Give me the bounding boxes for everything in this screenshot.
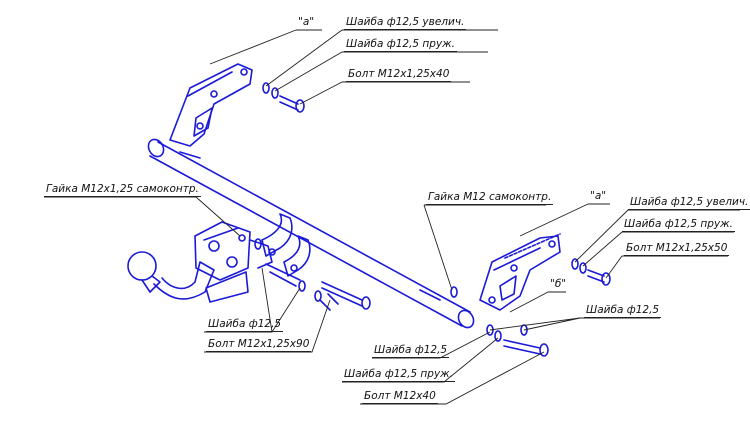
label-bottom-washer: Шайба ф12,5 (372, 344, 450, 358)
leader-right-b (509, 291, 566, 313)
label-right-a: "а" (590, 190, 607, 202)
leader-top-bolt (299, 81, 470, 105)
leader-bottom-washer-spring (342, 337, 499, 383)
clamp-plates (238, 213, 311, 287)
leader-top-washer-enlarged (265, 29, 498, 87)
leader-bottom-bolt (360, 351, 545, 405)
leader-left-nut (44, 196, 241, 237)
label-right-washer-enlarged: Шайба ф12,5 увелич. (628, 196, 750, 210)
leader-top-washer-spring (274, 51, 488, 92)
tow-ball-hitch (127, 221, 273, 303)
top-fasteners (262, 82, 305, 113)
cross-beam (147, 138, 475, 329)
leader-bottom-washer (372, 331, 491, 359)
label-top-washer-spring: Шайба ф12,5 пруж. (344, 38, 457, 52)
leader-right-washer (489, 317, 660, 331)
leader-right-washer-spring (582, 231, 734, 267)
leader-right-bolt (605, 255, 728, 279)
label-right-nut: Гайка М12 самоконтр. (426, 191, 554, 205)
label-right-washer: Шайба ф12,5 (584, 304, 662, 318)
label-bottom-washer-spring: Шайба ф12,5 пруж. (342, 368, 455, 382)
label-top-washer-enlarged: Шайба ф12,5 увелич. (344, 16, 467, 30)
lower-right-fasteners (450, 286, 549, 357)
leader-right-a (519, 203, 610, 237)
left-mounting-bracket (169, 63, 253, 147)
long-bolts (298, 280, 371, 311)
leader-left-washer (204, 267, 301, 333)
right-fasteners (571, 258, 611, 286)
leader-right-washer-enlarged (574, 209, 740, 263)
label-left-bolt: Болт М12х1,25х90 (206, 338, 312, 352)
leader-right-nut (423, 204, 546, 291)
label-right-b: "б" (550, 278, 567, 290)
label-top-a: "а" (298, 16, 315, 28)
leader-top-a (209, 29, 322, 65)
right-mounting-bracket (479, 233, 561, 311)
leader-left-bolt (204, 299, 331, 353)
label-top-bolt: Болт М12х1,25х40 (346, 68, 452, 82)
label-right-washer-spring: Шайба ф12,5 пруж. (622, 218, 735, 232)
label-left-washer: Шайба ф12,5 (206, 318, 284, 332)
label-bottom-bolt: Болт М12х40 (362, 390, 438, 404)
label-right-bolt: Болт М12х1,25х50 (624, 242, 730, 256)
label-left-nut: Гайка М12х1,25 самоконтр. (44, 183, 201, 197)
